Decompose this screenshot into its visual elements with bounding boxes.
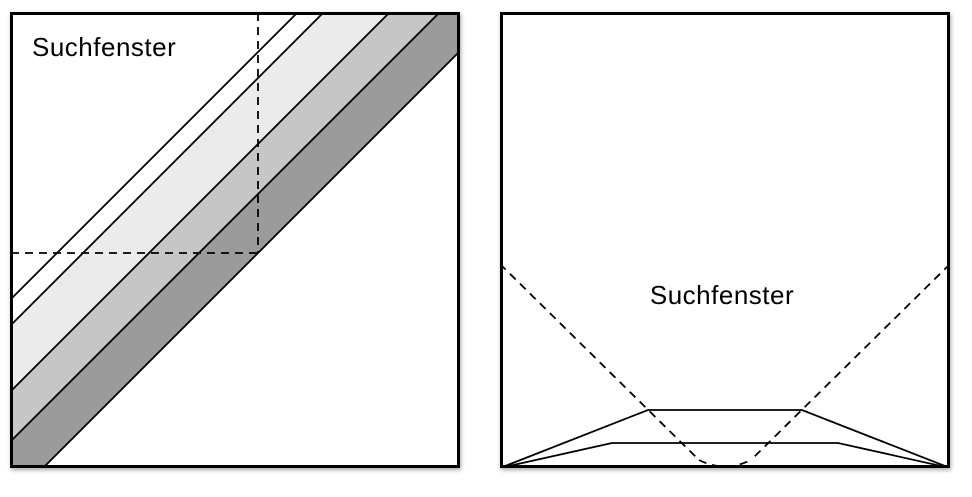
band-boundary-line-2: [10, 12, 325, 327]
band-boundary-line-3: [10, 12, 391, 393]
right-diagram-panel: Suchfenster: [500, 12, 950, 468]
left-panel-canvas: Suchfenster: [10, 12, 460, 468]
left-panel-border: [10, 12, 460, 468]
band-boundary-line-5: [41, 49, 460, 468]
right-panel-border: [500, 12, 950, 468]
band-boundary-line-4: [10, 12, 441, 443]
dashed-cone-right-line: [750, 263, 950, 461]
right-panel-canvas: Suchfenster: [500, 12, 950, 468]
diagonal-search-band: [10, 12, 460, 468]
dashed-cone-bottom-arc: [698, 459, 752, 468]
left-diagram-panel: Suchfenster: [10, 12, 460, 468]
band-boundary-line-1: [10, 12, 299, 301]
dashed-cone-left-line: [500, 263, 700, 461]
funnel-inner-region: [500, 442, 950, 468]
band-stripe-dark: [10, 12, 460, 468]
left-panel-label: Suchfenster: [32, 32, 176, 62]
right-panel-label: Suchfenster: [650, 280, 794, 310]
funnel-outer-region: [500, 409, 950, 468]
right-panel-background: [500, 12, 950, 468]
